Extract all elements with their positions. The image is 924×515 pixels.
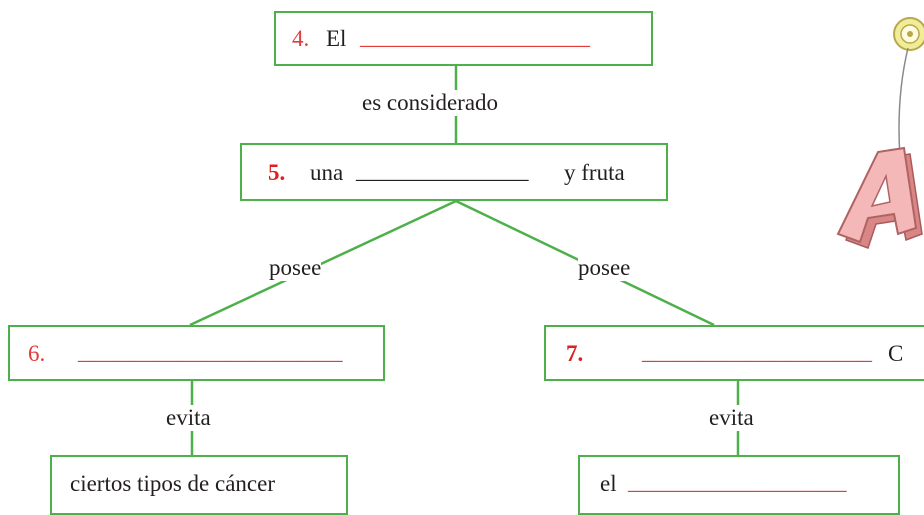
link-label-es-considerado: es considerado <box>362 90 499 116</box>
answer-blank-5[interactable]: _______________ <box>356 158 529 183</box>
item-number-6: 6. <box>28 341 46 366</box>
node-4-prefix: El <box>326 26 347 51</box>
item-number-7: 7. <box>566 341 584 366</box>
link-label-posee-left: posee <box>269 255 322 281</box>
link-label-posee-right: posee <box>578 255 631 281</box>
node-7-suffix: C <box>888 341 904 366</box>
answer-blank-7[interactable]: ____________________ <box>642 339 872 364</box>
answer-blank-6[interactable]: _______________________ <box>78 339 343 364</box>
answer-blank-4[interactable]: ____________________ <box>360 24 590 49</box>
concept-box-cancer: ciertos tipos de cáncer <box>50 455 348 515</box>
connector-5-6 <box>189 199 457 327</box>
item-number-4: 4. <box>292 26 310 51</box>
concept-box-9: el ___________________ <box>578 455 900 515</box>
node-5-suffix: y fruta <box>564 160 625 185</box>
node-cancer-text: ciertos tipos de cáncer <box>70 471 275 496</box>
answer-blank-9[interactable]: ___________________ <box>628 469 847 494</box>
concept-box-7: 7. ____________________ C <box>544 325 924 381</box>
concept-box-5: 5. una _______________ y fruta <box>240 143 668 201</box>
link-label-evita-left: evita <box>166 405 211 431</box>
node-9-prefix: el <box>600 471 617 496</box>
concept-box-4: 4. El ____________________ <box>274 11 653 66</box>
concept-box-6: 6. _______________________ <box>8 325 385 381</box>
node-5-prefix: una <box>310 160 344 185</box>
letter-a-yoyo-icon <box>836 17 924 249</box>
item-number-5: 5. <box>268 160 286 185</box>
link-label-evita-right: evita <box>709 405 754 431</box>
